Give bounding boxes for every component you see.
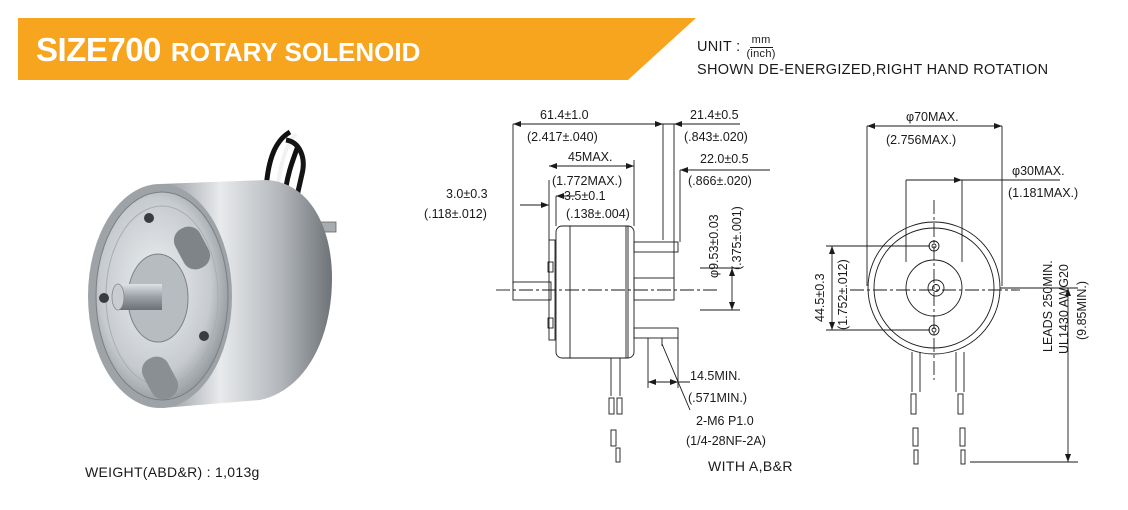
model-name: SIZE700 xyxy=(36,31,161,68)
product-name: ROTARY SOLENOID xyxy=(170,37,421,67)
rotation-note: SHOWN DE-ENERGIZED,RIGHT HAND ROTATION xyxy=(697,62,1049,78)
dim-body-length-inch: (1.772MAX.) xyxy=(552,174,622,188)
dim-total-length: 61.4±1.0 xyxy=(540,108,589,122)
dim-right-shaft-2: 22.0±0.5 xyxy=(700,152,749,166)
dim-hub: 3.5±0.1 xyxy=(564,189,606,203)
unit-block: UNIT : mm (inch) SHOWN DE-ENERGIZED,RIGH… xyxy=(697,34,1048,78)
banner-shape xyxy=(18,18,696,80)
dim-flange-inch: (.118±.012) xyxy=(424,207,487,221)
dim-outer-diameter-inch: (2.756MAX.) xyxy=(886,133,956,147)
dim-hole-spacing-inch: (1.752±.012) xyxy=(836,259,850,330)
unit-row: UNIT : mm (inch) xyxy=(697,34,1048,60)
dim-body-length: 45MAX. xyxy=(568,150,612,164)
dim-right-shaft-inch: (.843±.020) xyxy=(684,130,748,144)
with-note: WITH A,B&R xyxy=(708,458,793,474)
dim-hole-spacing: 44.5±0.3 xyxy=(813,273,827,322)
dim-shaft-diameter-inch: (.375±.001) xyxy=(730,206,744,270)
unit-fraction: mm (inch) xyxy=(746,33,776,60)
dim-shaft-diameter: φ9.53±0.03 xyxy=(707,214,721,278)
dim-right-shaft: 21.4±0.5 xyxy=(690,108,739,122)
dim-flange: 3.0±0.3 xyxy=(446,187,488,201)
dim-hub-inch: (.138±.004) xyxy=(566,207,630,221)
dim-leads-inch: (9.85MIN.) xyxy=(1075,281,1089,340)
page-title: SIZE700 ROTARY SOLENOID xyxy=(36,28,420,72)
dim-leads-ul: UL1430 AWG20 xyxy=(1057,264,1071,354)
product-photo xyxy=(88,129,337,408)
dim-right-shaft-2-inch: (.866±.020) xyxy=(688,174,752,188)
dim-inner-diameter: φ30MAX. xyxy=(1012,164,1065,178)
dim-inner-diameter-inch: (1.181MAX.) xyxy=(1008,186,1078,200)
dim-outer-diameter: φ70MAX. xyxy=(906,110,959,124)
dim-leads: LEADS 250MIN. xyxy=(1041,260,1055,352)
unit-label: UNIT : xyxy=(697,39,741,55)
dim-thread-inch: (1/4-28NF-2A) xyxy=(686,434,766,448)
weight-label: WEIGHT(ABD&R) : 1,013g xyxy=(85,464,260,480)
dim-total-length-inch: (2.417±.040) xyxy=(527,130,598,144)
title-banner: SIZE700 ROTARY SOLENOID xyxy=(18,18,696,80)
dim-thread: 2-M6 P1.0 xyxy=(696,414,754,428)
dim-stud: 14.5MIN. xyxy=(690,369,741,383)
unit-denominator: (inch) xyxy=(746,47,776,60)
dim-stud-inch: (.571MIN.) xyxy=(688,391,747,405)
unit-numerator: mm xyxy=(749,33,773,48)
